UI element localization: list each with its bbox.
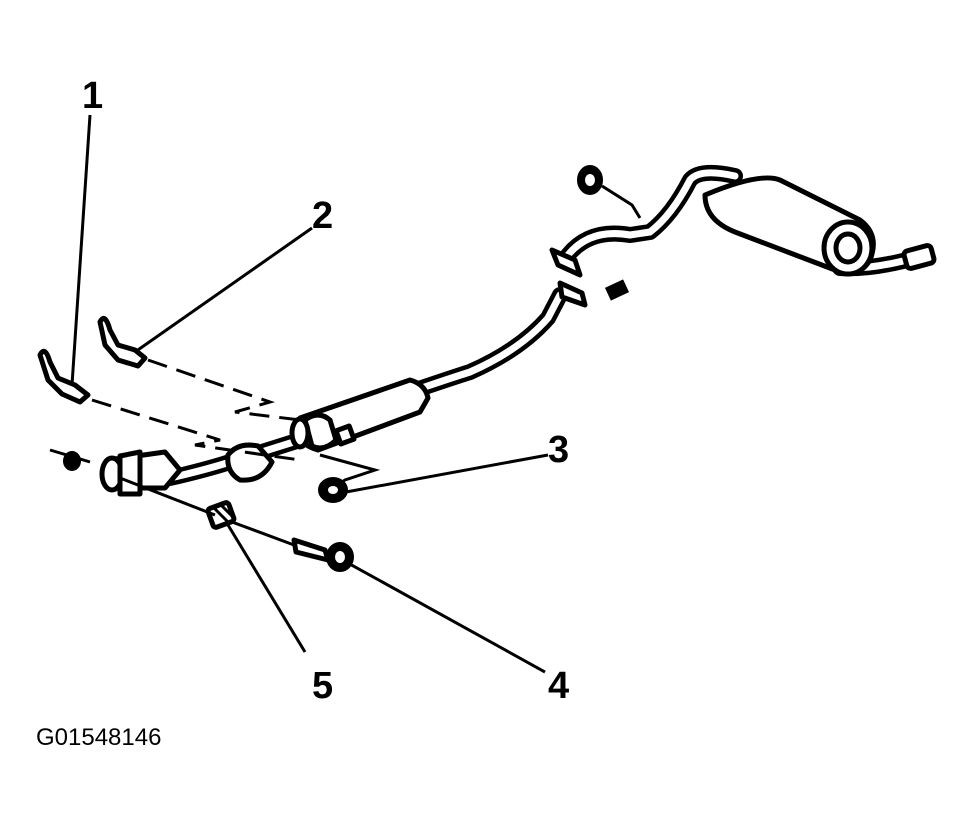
front-nut: [63, 451, 81, 471]
leader-lines: [70, 114, 549, 674]
callout-2: 2: [312, 195, 333, 237]
front-hangers: [37, 315, 148, 405]
spring: [205, 500, 237, 530]
catalytic-converter-rear: [289, 377, 431, 453]
bolt: [291, 537, 354, 572]
callout-4: 4: [548, 665, 569, 707]
callout-1: 1: [82, 75, 103, 117]
callout-3: 3: [548, 429, 569, 471]
mid-pipe-clamps: [549, 247, 630, 308]
front-pipe-flange: [99, 449, 183, 497]
figure-id: G01548146: [36, 724, 161, 751]
muffler: [702, 175, 937, 277]
gasket: [318, 477, 348, 503]
rear-hanger: [577, 165, 642, 219]
callout-5: 5: [312, 665, 333, 707]
